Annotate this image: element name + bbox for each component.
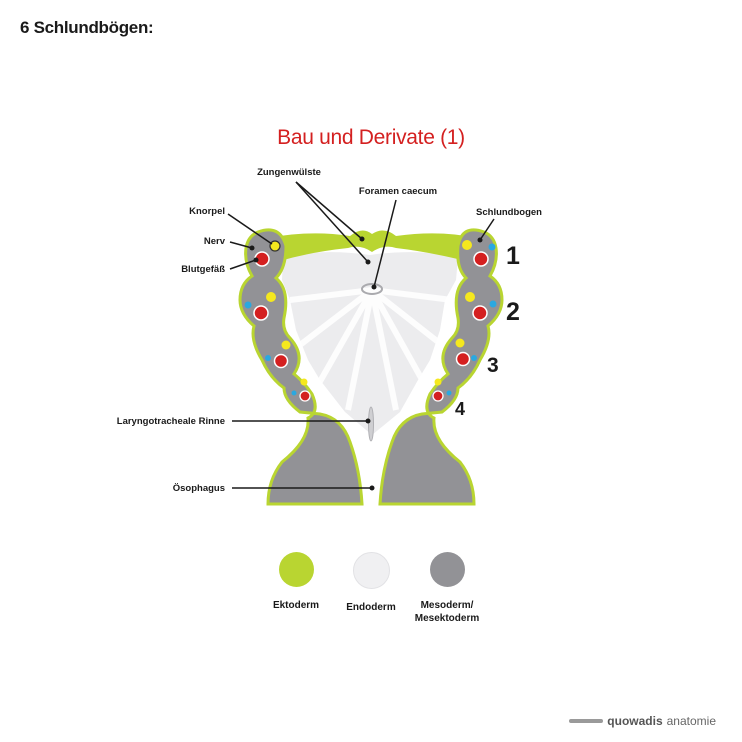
- vessel-1r: [473, 251, 489, 267]
- arch-number-1: 1: [506, 242, 520, 270]
- scalpel-icon: [569, 719, 604, 723]
- nerve-3l: [265, 355, 271, 361]
- cartilage-3l: [281, 340, 291, 350]
- vessel-4l: [299, 390, 311, 402]
- vessel-2l: [253, 305, 269, 321]
- nerve-1r: [488, 243, 496, 251]
- legend-label-mesoderm: Mesoderm/ Mesektoderm: [414, 600, 480, 624]
- cartilage-2l: [266, 292, 276, 302]
- arch-number-4: 4: [455, 399, 465, 419]
- vessel-3r: [455, 351, 471, 367]
- legend-swatch-ektoderm: [278, 552, 314, 587]
- laryngotracheal-groove: [368, 406, 374, 442]
- footer-suffix: anatomie: [666, 714, 716, 728]
- label-nerv: Nerv: [204, 236, 226, 247]
- nerve-3r: [471, 355, 477, 361]
- tongue-swellings-ektoderm: [268, 230, 476, 262]
- foramen-caecum-mark: [361, 283, 383, 295]
- label-schlundbogen: Schlundbogen: [476, 207, 542, 218]
- nerve-4l: [291, 390, 297, 396]
- legend-item-ektoderm: Ektoderm: [241, 552, 351, 612]
- vessel-3l: [273, 353, 289, 369]
- right-arch-structures: [432, 240, 497, 402]
- label-zungenwuelste: Zungenwülste: [257, 167, 321, 178]
- label-blutgefaess: Blutgefäß: [181, 264, 225, 275]
- page-heading: 6 Schlundbögen:: [20, 18, 154, 37]
- legend-label-endoderm: Endoderm: [346, 602, 396, 613]
- diagram-title: Bau und Derivate (1): [277, 126, 465, 149]
- cartilage-3r: [455, 338, 465, 348]
- cartilage-4r: [434, 378, 442, 386]
- cartilage-4l: [300, 378, 308, 386]
- legend-label-ektoderm: Ektoderm: [272, 600, 320, 611]
- label-foramen-caecum: Foramen caecum: [359, 186, 437, 197]
- leader-dots: [249, 236, 483, 491]
- cartilage-1r: [462, 240, 472, 250]
- footer-brand: quowadis: [607, 714, 663, 728]
- cartilage-2r: [465, 292, 475, 302]
- label-oesophagus: Ösophagus: [173, 483, 225, 494]
- legend-item-endoderm: Endoderm: [316, 552, 426, 614]
- nerve-4r: [446, 390, 452, 396]
- nerve-1l: [244, 301, 252, 309]
- legend-swatch-mesoderm: [429, 552, 465, 587]
- nerve-2r: [489, 300, 497, 308]
- arch-number-3: 3: [487, 354, 499, 377]
- endoderm-folds: [289, 287, 453, 411]
- leader-lines: [227, 181, 495, 489]
- vessel-4r: [432, 390, 444, 402]
- label-knorpel: Knorpel: [189, 206, 225, 217]
- legend-item-mesoderm: Mesoderm/ Mesektoderm: [392, 552, 502, 625]
- arch-number-2: 2: [506, 298, 520, 326]
- legend-swatch-endoderm: [352, 552, 390, 589]
- vessel-2r: [472, 305, 488, 321]
- label-laryngotracheale-rinne: Laryngotracheale Rinne: [117, 416, 225, 427]
- footer-logo: quowadis anatomie: [569, 714, 716, 728]
- cartilage-1l: [269, 240, 281, 252]
